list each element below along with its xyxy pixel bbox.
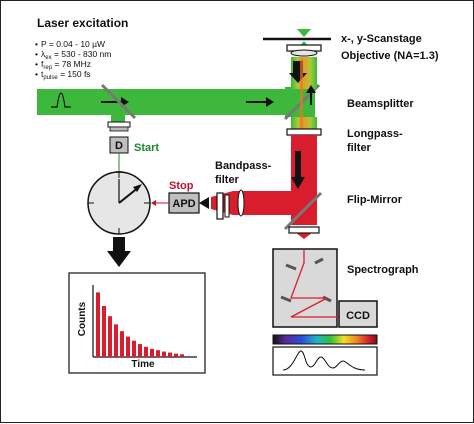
histogram-bar [156,350,160,357]
stop-signal-arrow [151,200,156,206]
emission-arrow [306,85,316,105]
title-text: Laser excitation [37,16,128,30]
emission-beam-mid [291,117,317,129]
filter-element [109,126,129,132]
spectrograph-lens [288,226,320,234]
param-bullet: • [35,39,38,49]
spectrograph-mirror [280,295,292,303]
bandpass-label-line2: filter [215,174,240,186]
output-down-arrow [107,237,131,267]
spectrograph-grating [314,257,324,265]
bandpass-filter [216,192,224,220]
param-bullet: • [35,49,38,59]
longpass-label-line2: filter [347,142,372,154]
parameter-list: • P = 0.04 - 10 µW • λex = 530 - 830 nm … [35,39,111,81]
histogram-bar [96,292,100,357]
histogram-xlabel: Time [131,359,155,370]
histogram-bar [150,348,154,357]
param-bullet: • [35,69,38,79]
param-reprate: frep = 78 MHz [41,59,91,71]
histogram-bar [132,340,136,357]
longpass-filter [286,128,322,136]
detector-d-label: D [115,140,123,152]
filter-element [107,121,131,128]
param-pulse: tpulse = 150 fs [41,69,91,81]
bandpass-filter-2 [224,194,230,218]
beamsplitter-label: Beamsplitter [347,98,414,110]
longpass-label-line1: Longpass- [347,128,403,140]
histogram-bar [120,331,124,357]
flip-mirror-label: Flip-Mirror [347,194,403,206]
apd-label: APD [172,198,195,210]
ccd-detector [338,300,378,328]
histogram-bar [126,336,130,357]
histogram-ylabel: Counts [77,301,88,336]
spectrograph-box [272,248,338,328]
histogram-bar [138,344,142,357]
histogram-bar [102,306,106,357]
flip-mirror-element [283,191,323,231]
focal-spot-top [297,29,311,37]
scanstage-label: x-, y-Scanstage [341,33,422,45]
histogram-bar [114,324,118,357]
histogram-bars [96,292,184,357]
spectrograph-label: Spectrograph [347,264,419,276]
spectrum-color-strip [272,334,378,345]
histogram-bar [144,346,148,357]
objective-element [290,49,318,57]
param-power: P = 0.04 - 10 µW [41,39,105,49]
beam-direction-arrow [246,97,274,107]
spectrograph-light-path [290,249,339,318]
param-wavelength: λex = 530 - 830 nm [41,49,111,61]
spectrograph-mirror [285,263,297,271]
emission-down-arrow [291,151,305,189]
tcspc-clock [87,171,151,235]
pickoff-beam [111,115,125,123]
spectrum-trace [282,350,366,371]
apd-window [199,197,209,209]
pickoff-mirror [100,83,137,120]
histogram-bar [168,352,172,357]
bandpass-label-line1: Bandpass- [215,160,272,172]
objective-label: Objective (NA=1.3) [341,50,439,62]
param-bullet: • [35,59,38,69]
stop-label: Stop [169,180,194,192]
focusing-lens [237,189,245,217]
histogram-bar [180,354,184,357]
pulse-shape-icon [51,92,71,108]
beam-center [300,59,303,129]
ccd-label: CCD [346,310,370,322]
histogram-bar [108,316,112,357]
histogram-bar [162,351,166,357]
histogram-panel [68,272,206,374]
histogram-bar [174,353,178,357]
start-label: Start [134,142,159,154]
clock-hand-tip [133,184,142,192]
